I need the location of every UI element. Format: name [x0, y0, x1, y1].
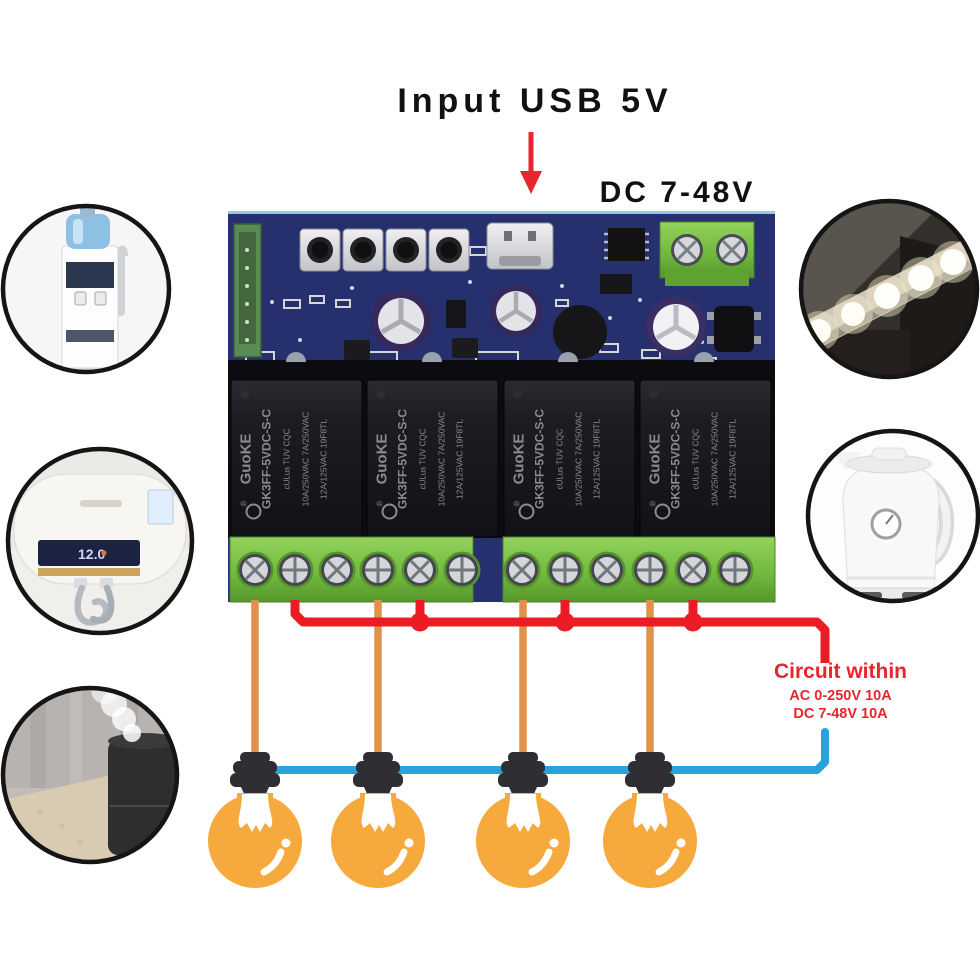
electrolytic-capacitors: [371, 285, 706, 357]
junction-dot: [410, 612, 430, 632]
relay-certs: cULus TUV CQC: [419, 428, 428, 489]
circuit-rating-note: Circuit within AC 0-250V 10A DC 7-48V 10…: [743, 659, 938, 724]
relay-2: GuoKE ® GK3FF-5VDC-S-C cULus TUV CQC 10A…: [366, 379, 499, 538]
relay-model: GK3FF-5VDC-S-C: [396, 409, 410, 509]
appliance-photo-electric-kettle: [805, 428, 980, 604]
tactile-button-4: [428, 228, 470, 272]
appliance-photo-water-dispenser: [0, 203, 172, 375]
pcb-board: GuoKE ® GK3FF-5VDC-S-C cULus TUV CQC 10A…: [228, 211, 776, 603]
relay-rating1: 10A/250VAC 7A/250VAC: [710, 412, 720, 507]
relay-brand: GuoKE: [647, 434, 664, 485]
heater-display: 12.0: [78, 546, 105, 562]
vanity-bulbs: [801, 241, 974, 351]
inductor: [553, 305, 607, 359]
appliance-photo-humidifier: [0, 685, 180, 865]
load-wires-orange: [251, 600, 654, 760]
input-usb-label: Input USB 5V: [397, 82, 673, 120]
relay-4: GuoKE ® GK3FF-5VDC-S-C cULus TUV CQC 10A…: [639, 379, 772, 538]
relay-rating1: 10A/250VAC 7A/250VAC: [437, 412, 447, 507]
relay-certs: cULus TUV CQC: [556, 428, 565, 489]
appliance-photo-water-heater: 12.0: [5, 446, 195, 636]
relay-reg: ®: [240, 500, 249, 506]
rf-module: [233, 223, 262, 358]
tactile-button-1: [299, 228, 341, 272]
power-input-terminal: [659, 221, 755, 286]
relay-brand: GuoKE: [374, 434, 391, 485]
relay-rating2: 12A/125VAC 19F8TL: [728, 419, 738, 499]
relay-1: GuoKE ® GK3FF-5VDC-S-C cULus TUV CQC 10A…: [230, 379, 363, 538]
relay-model: GK3FF-5VDC-S-C: [669, 409, 683, 509]
relay-rating1: 10A/250VAC 7A/250VAC: [574, 412, 584, 507]
circuit-note-dc: DC 7-48V 10A: [793, 706, 888, 723]
tactile-button-2: [342, 228, 384, 272]
circuit-note-title: Circuit within: [774, 660, 907, 683]
relay-certs: cULus TUV CQC: [283, 428, 292, 489]
relay-rating1: 10A/250VAC 7A/250VAC: [301, 412, 311, 507]
live-wire-red: [290, 600, 830, 663]
relay-rating2: 12A/125VAC 19F8TL: [319, 419, 329, 499]
relay-rating2: 12A/125VAC 19F8TL: [592, 419, 602, 499]
pcb-top-edge: [228, 211, 775, 216]
relay-model: GK3FF-5VDC-S-C: [533, 409, 547, 509]
terminal-screws: [236, 551, 754, 589]
relay-reg: ®: [649, 500, 658, 506]
tactile-buttons: [299, 228, 470, 272]
input-arrow: [520, 132, 542, 194]
relay-brand: GuoKE: [238, 434, 255, 485]
junction-dot: [683, 612, 703, 632]
relay-reg: ®: [513, 500, 522, 506]
relay-rating2: 12A/125VAC 19F8TL: [455, 419, 465, 499]
relay-3: GuoKE ® GK3FF-5VDC-S-C cULus TUV CQC 10A…: [503, 379, 636, 538]
tactile-button-3: [385, 228, 427, 272]
pcb-vias: [270, 280, 704, 358]
relay-reg: ®: [376, 500, 385, 506]
light-bulb-1: [208, 752, 302, 888]
relay-top-notches: [286, 352, 714, 362]
circuit-note-ac: AC 0-250V 10A: [789, 688, 892, 705]
dc-voltage-label: DC 7-48V: [599, 176, 756, 209]
light-bulb-4: [603, 752, 697, 888]
output-terminal-strip: [229, 536, 776, 603]
micro-usb-port: [486, 222, 554, 270]
bridge-rectifier: [707, 306, 761, 352]
relay-certs: cULus TUV CQC: [692, 428, 701, 489]
driver-ic: [344, 228, 649, 360]
relay-model: GK3FF-5VDC-S-C: [260, 409, 274, 509]
junction-dot: [555, 612, 575, 632]
light-bulb-3: [476, 752, 570, 888]
relay-brand: GuoKE: [511, 434, 528, 485]
appliance-photo-vanity-lights: [798, 198, 980, 380]
light-bulb-2: [331, 752, 425, 888]
